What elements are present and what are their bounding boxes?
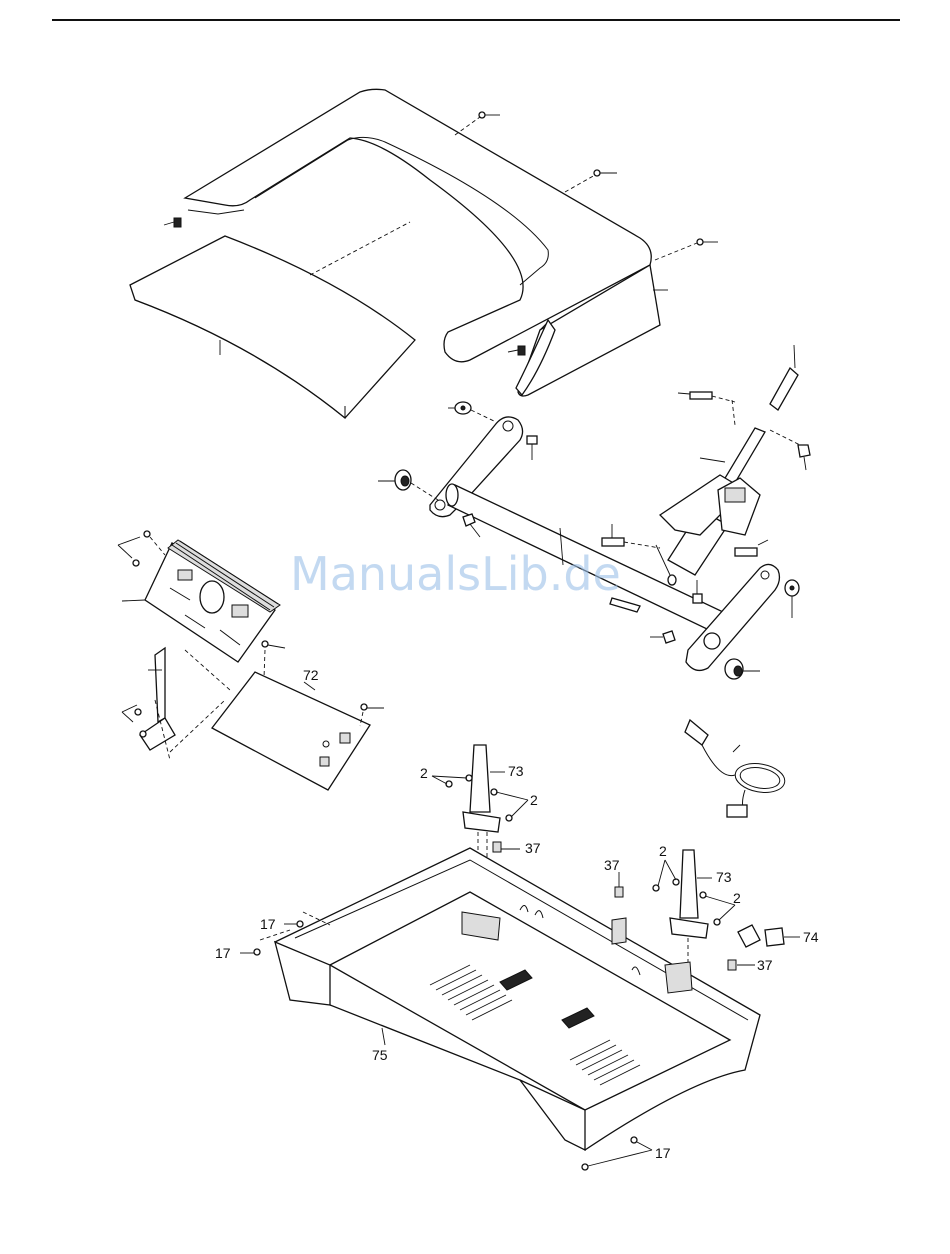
power-cord [685, 720, 787, 817]
callout-17-left: 17 [215, 945, 231, 961]
callout-73-left: 73 [508, 763, 524, 779]
callout-2-lower-right: 2 [733, 890, 741, 906]
callout-72: 72 [303, 667, 319, 683]
shield-72: 72 [212, 641, 384, 790]
callout-37-upper: 37 [525, 840, 541, 856]
incline-motor [602, 345, 810, 575]
callout-37-lower: 37 [757, 957, 773, 973]
watermark: ManualsLib.de [290, 547, 621, 601]
motor-controller [118, 531, 280, 662]
callout-2-upper-left: 2 [420, 765, 428, 781]
callout-17-upper: 17 [260, 916, 276, 932]
hood-front-panel [130, 236, 415, 418]
switch-74: 74 [738, 925, 819, 947]
controller-bracket [122, 648, 230, 760]
frame-hardware [378, 402, 799, 679]
callout-75: 75 [372, 1047, 388, 1063]
callout-74: 74 [803, 929, 819, 945]
callout-73-right: 73 [716, 869, 732, 885]
callout-2-upper-right: 2 [530, 792, 538, 808]
callout-2-lower-left: 2 [659, 843, 667, 859]
callout-37-mid: 37 [604, 857, 620, 873]
callout-17-bottom: 17 [655, 1145, 671, 1161]
